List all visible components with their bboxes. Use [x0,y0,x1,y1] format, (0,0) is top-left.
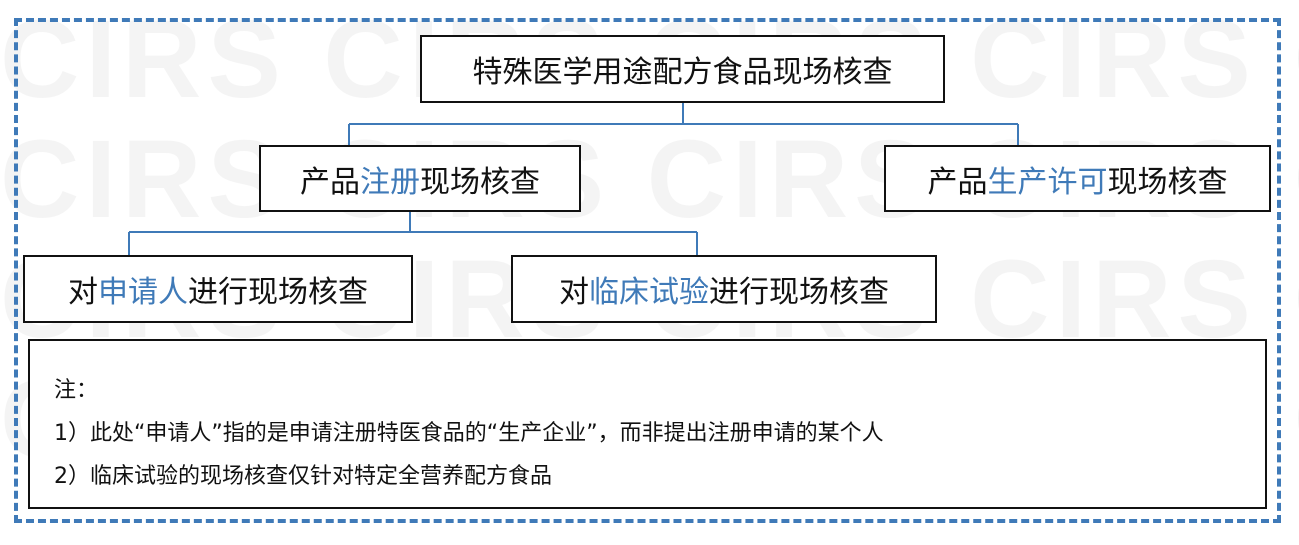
dashed-outer-frame [14,18,1281,523]
production-suffix: 现场核查 [1107,164,1228,200]
registration-suffix: 现场核查 [420,164,540,200]
root-node-label: 特殊医学用途配方食品现场核查 [472,55,893,90]
applicant-highlight: 申请人 [98,275,188,310]
note-item-1: 1）此处“申请人”指的是申请注册特医食品的“生产企业”，而非提出注册申请的某个人 [54,421,884,446]
notes-box: 注： 1）此处“申请人”指的是申请注册特医食品的“生产企业”，而非提出注册申请的… [28,339,1267,509]
applicant-prefix: 对 [68,275,98,310]
production-prefix: 产品 [927,164,988,200]
registration-node: 产品注册现场核查 [259,145,581,212]
applicant-suffix: 进行现场核查 [188,275,368,310]
applicant-node: 对申请人进行现场核查 [23,255,413,323]
root-node: 特殊医学用途配方食品现场核查 [420,35,945,103]
trial-highlight: 临床试验 [589,275,709,310]
clinical-trial-node: 对临床试验进行现场核查 [511,255,937,323]
note-item-2: 2）临床试验的现场核查仅针对特定全营养配方食品 [54,464,552,489]
production-highlight: 生产许可 [987,164,1108,200]
notes-title: 注： [54,378,99,403]
production-license-node: 产品生产许可现场核查 [884,145,1271,212]
registration-prefix: 产品 [300,164,360,200]
registration-highlight: 注册 [360,164,420,200]
trial-prefix: 对 [559,275,589,310]
trial-suffix: 进行现场核查 [709,275,889,310]
